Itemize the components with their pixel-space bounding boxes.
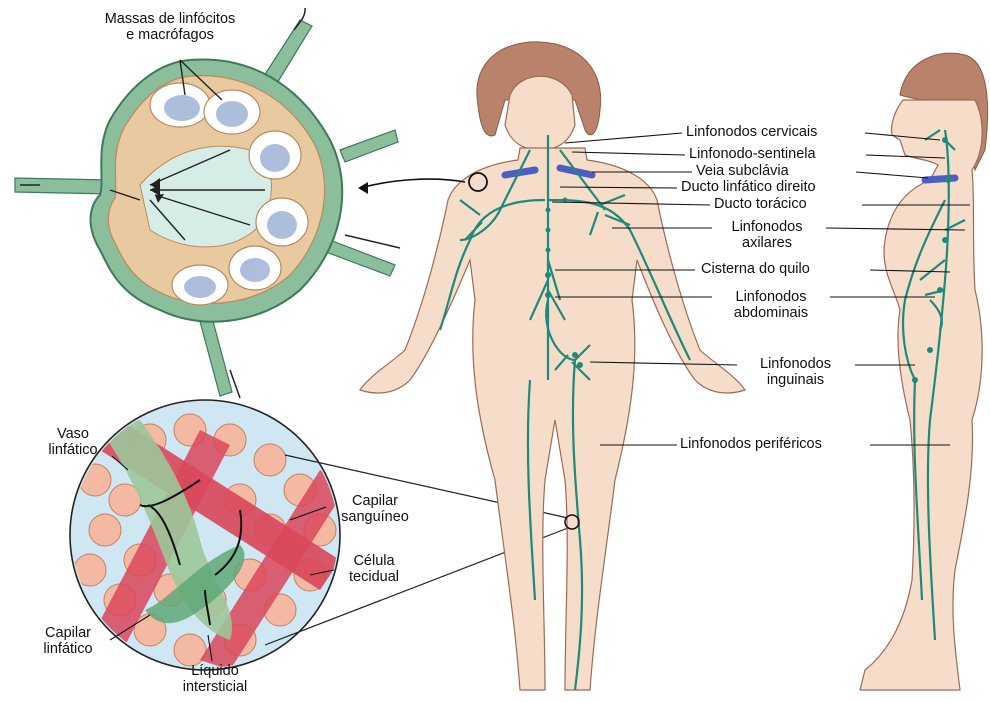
label-axillary-line1: Linfonodos [712,219,822,235]
label-axillary-nodes: Linfonodos axilares [712,219,822,251]
label-lymph-capillary: Capilar linfático [28,625,108,657]
label-abdominal-line2: abdominais [712,305,830,321]
side-body-illustration [860,53,988,690]
label-abdominal-nodes: Linfonodos abdominais [712,289,830,321]
label-interstitial-fluid-line1: Líquido [165,663,265,679]
label-interstitial-fluid-line2: intersticial [165,679,265,695]
label-blood-capillary-line2: sanguíneo [330,509,420,525]
label-lymphocyte-masses: Massas de linfócitos e macrófagos [80,11,260,43]
label-lymphocyte-masses-line2: e macrófagos [80,27,260,43]
label-inguinal-line1: Linfonodos [738,356,853,372]
label-sentinel-node: Linfonodo-sentinela [689,146,816,162]
label-tissue-cell-line2: tecidual [334,569,414,585]
label-lymph-vessel: Vaso linfático [38,426,108,458]
label-tissue-cell: Célula tecidual [334,553,414,585]
label-inguinal-line2: inguinais [738,372,853,388]
label-lymphocyte-masses-line1: Massas de linfócitos [80,11,260,27]
label-peripheral-nodes: Linfonodos periféricos [680,436,822,452]
label-cervical-nodes: Linfonodos cervicais [686,124,817,140]
label-inguinal-nodes: Linfonodos inguinais [738,356,853,388]
label-right-lymphatic-duct: Ducto linfático direito [681,179,816,195]
label-tissue-cell-line1: Célula [334,553,414,569]
label-lymph-vessel-line1: Vaso [38,426,108,442]
label-blood-capillary-line1: Capilar [330,493,420,509]
label-abdominal-line1: Linfonodos [712,289,830,305]
lymph-node-illustration [15,8,400,398]
label-lymph-capillary-line2: linfático [28,641,108,657]
label-thoracic-duct: Ducto torácico [714,196,807,212]
label-blood-capillary: Capilar sanguíneo [330,493,420,525]
label-cisterna-chyli: Cisterna do quilo [701,261,810,277]
label-axillary-line2: axilares [712,235,822,251]
label-subclavian-vein: Veia subclávia [696,163,789,179]
label-interstitial-fluid: Líquido intersticial [165,663,265,695]
label-lymph-vessel-line2: linfático [38,442,108,458]
label-lymph-capillary-line1: Capilar [28,625,108,641]
